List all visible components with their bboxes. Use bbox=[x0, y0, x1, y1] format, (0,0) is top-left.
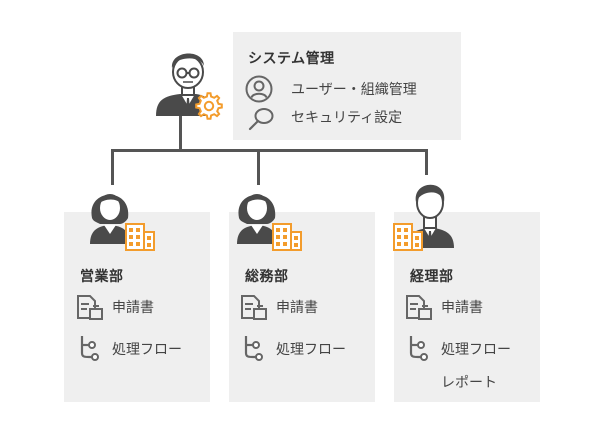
document-icon bbox=[239, 294, 269, 322]
connector-drop-accounting bbox=[425, 149, 428, 175]
female-person-icon bbox=[231, 178, 287, 250]
building-icon bbox=[271, 222, 303, 252]
dept-title-general: 総務部 bbox=[245, 269, 289, 285]
user-icon bbox=[244, 74, 274, 104]
dept-item: 申請書 bbox=[441, 300, 483, 316]
dept-item: レポート bbox=[441, 375, 497, 391]
dept-item: 申請書 bbox=[112, 300, 154, 316]
admin-title: システム管理 bbox=[248, 51, 335, 67]
workflow-icon bbox=[241, 333, 265, 361]
admin-person-icon bbox=[148, 40, 228, 122]
building-icon bbox=[124, 222, 156, 252]
building-icon bbox=[392, 222, 424, 252]
connector-drop-sales bbox=[111, 149, 114, 185]
dept-item: 処理フロー bbox=[112, 342, 182, 358]
workflow-icon bbox=[77, 333, 101, 361]
document-icon bbox=[404, 294, 434, 322]
admin-item-security: セキュリティ設定 bbox=[291, 110, 403, 126]
workflow-icon bbox=[406, 333, 430, 361]
connector-trunk bbox=[179, 113, 182, 151]
key-icon bbox=[246, 105, 276, 133]
gear-icon bbox=[194, 91, 224, 121]
document-icon bbox=[75, 294, 105, 322]
female-person-icon bbox=[84, 178, 140, 250]
dept-title-sales: 営業部 bbox=[80, 269, 124, 285]
dept-title-accounting: 経理部 bbox=[410, 269, 454, 285]
connector-drop-general bbox=[257, 149, 260, 185]
connector-horizontal bbox=[111, 149, 428, 152]
dept-item: 処理フロー bbox=[441, 342, 511, 358]
admin-item-user-org: ユーザー・組織管理 bbox=[291, 82, 417, 98]
dept-item: 申請書 bbox=[276, 300, 318, 316]
dept-item: 処理フロー bbox=[276, 342, 346, 358]
